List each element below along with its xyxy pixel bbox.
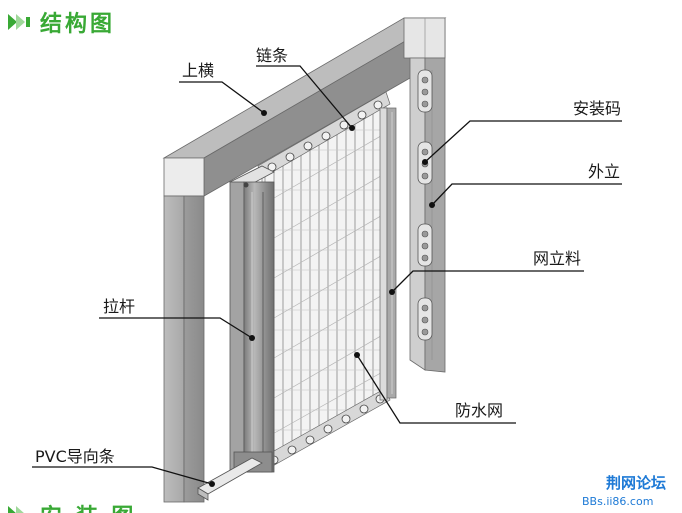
- label-text: PVC导向条: [35, 447, 115, 466]
- label-chain: 链条: [256, 46, 355, 131]
- watermark: 荆网论坛 BBs.ii86.com: [582, 474, 666, 508]
- right-post: [409, 57, 446, 373]
- label-text: 上横: [182, 61, 214, 80]
- top-rail: [162, 17, 447, 197]
- label-pvc-guide: PVC导向条: [32, 447, 215, 487]
- label-text: 防水网: [455, 401, 503, 420]
- label-pull-bar: 拉杆: [99, 297, 255, 341]
- screen-mesh: [261, 99, 387, 469]
- double-chevron-icon: [8, 14, 30, 30]
- label-text: 拉杆: [103, 297, 135, 316]
- mount-clip: [417, 297, 433, 341]
- label-screen-mesh: 防水网: [354, 352, 516, 424]
- double-chevron-icon: [8, 506, 24, 513]
- footer-title: 安 装 图: [40, 504, 136, 513]
- label-text: 外立: [588, 162, 620, 181]
- label-text: 链条: [256, 46, 288, 65]
- mesh-post: [379, 107, 397, 401]
- footer-header: 安 装 图: [8, 504, 136, 513]
- label-text: 网立料: [533, 249, 581, 268]
- watermark-line-1: 荆网论坛: [606, 474, 666, 492]
- mount-clip: [417, 69, 433, 113]
- pull-bar: [229, 165, 275, 473]
- header: 结构图: [8, 11, 115, 37]
- mount-clip: [417, 223, 433, 267]
- header-title: 结构图: [40, 11, 115, 37]
- label-mesh-post: 网立料: [389, 249, 584, 295]
- label-outer-post: 外立: [429, 162, 622, 208]
- left-post: [163, 195, 205, 503]
- watermark-line-2: BBs.ii86.com: [582, 495, 653, 508]
- label-mount-clip: 安装码: [422, 99, 622, 165]
- label-top-rail: 上横: [179, 61, 267, 116]
- label-text: 安装码: [573, 99, 621, 118]
